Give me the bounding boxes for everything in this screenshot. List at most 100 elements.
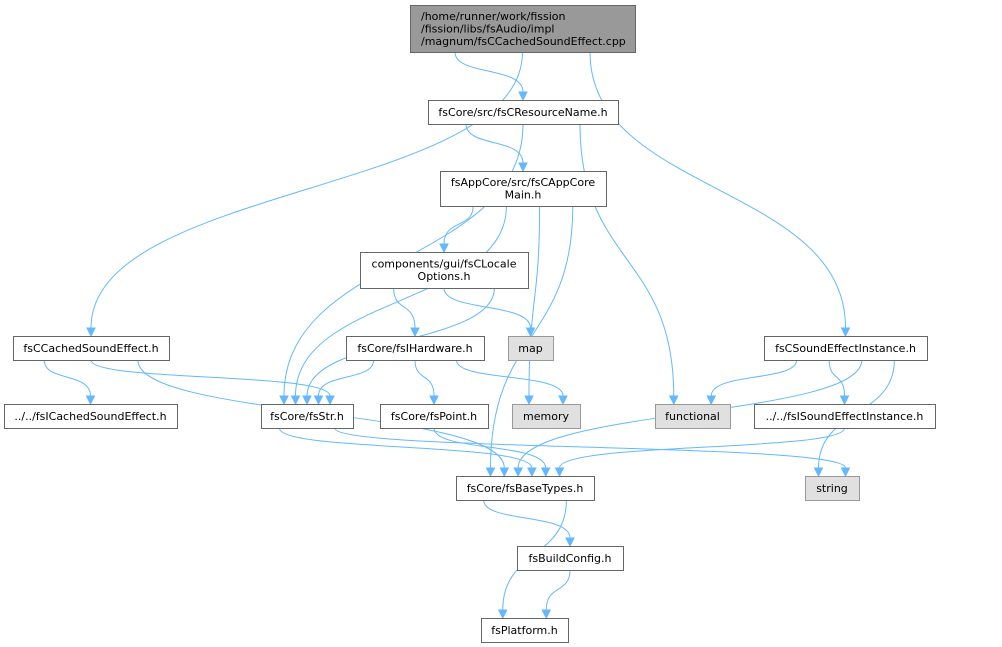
node-box (360, 252, 529, 289)
edge-line (454, 51, 524, 93)
node-point[interactable]: fsCore/fsPoint.h (380, 404, 489, 429)
node-root[interactable]: /home/runner/work/fission/fission/libs/f… (410, 5, 636, 53)
edge-arrowhead (813, 467, 824, 478)
edge-arrowhead (439, 243, 449, 254)
node-string: string (805, 476, 860, 501)
node-label-line: components/gui/fsCLocale (372, 258, 517, 271)
node-box (410, 5, 636, 53)
edge-arrowhead (668, 395, 679, 406)
edge-arrowhead (525, 327, 536, 338)
edge-arrowhead (429, 395, 439, 406)
edge-arrowhead (518, 162, 528, 173)
node-resname[interactable]: fsCore/src/fsCResourceName.h (428, 100, 619, 125)
edge-arrowhead (524, 395, 534, 406)
edge-arrowhead (313, 395, 324, 406)
node-box (261, 404, 354, 429)
edge-resname-to-functional (579, 123, 679, 406)
edge-line (433, 427, 547, 469)
edge-line (465, 123, 524, 164)
edge-arrowhead (325, 395, 335, 406)
edge-line (318, 359, 375, 397)
edge-arrowhead (485, 467, 496, 478)
edges-layer (43, 51, 895, 620)
edge-arrowhead (839, 395, 850, 406)
edge-line (334, 427, 846, 469)
node-label-line: fsCore/fsBaseTypes.h (467, 482, 584, 495)
node-platform[interactable]: fsPlatform.h (481, 618, 569, 643)
node-memory: memory (512, 404, 581, 429)
node-label-line: /magnum/fsCCachedSoundEffect.cpp (421, 35, 626, 48)
node-box (13, 336, 170, 361)
edge-arrowhead (840, 327, 851, 338)
node-box (655, 404, 731, 429)
edge-arrowhead (840, 467, 851, 478)
node-label-line: Main.h (505, 189, 542, 202)
node-icached[interactable]: ../../fsICachedSoundEffect.h (4, 404, 178, 429)
edge-arrowhead (518, 91, 528, 102)
node-label-line: /fission/libs/fsAudio/impl (421, 22, 554, 35)
edge-line (443, 205, 474, 245)
edge-appcore-to-str (290, 205, 507, 406)
edge-line (278, 427, 533, 469)
edge-arrowhead (290, 395, 301, 406)
edge-soundinst-to-functional (706, 359, 798, 406)
edge-locale-to-hardware (393, 287, 420, 338)
node-box (428, 100, 619, 125)
edge-root-to-soundinst (589, 51, 851, 338)
edge-locale-to-map (443, 287, 536, 338)
edge-arrowhead (85, 395, 96, 406)
edge-line (455, 359, 564, 397)
edge-line (43, 359, 91, 397)
edge-str-to-basetypes (278, 427, 537, 478)
node-label-line: fsCSoundEffectInstance.h (775, 342, 916, 355)
node-box (456, 476, 595, 501)
node-str[interactable]: fsCore/fsStr.h (261, 404, 354, 429)
edge-root-to-resname (454, 51, 528, 102)
node-label-line: fsCore/fsStr.h (270, 410, 344, 423)
edge-arrowhead (706, 395, 717, 406)
edge-appcore-to-memory (524, 205, 541, 406)
edge-line (710, 359, 798, 397)
node-box (380, 404, 489, 429)
edge-line (545, 569, 571, 611)
edge-arrowhead (86, 327, 96, 338)
node-cached[interactable]: fsCCachedSoundEffect.h (13, 336, 170, 361)
node-label-line: map (518, 342, 542, 355)
node-hardware[interactable]: fsCore/fsIHardware.h (346, 336, 485, 361)
node-box (805, 476, 860, 501)
edge-arrowhead (540, 467, 551, 478)
edge-line (295, 205, 507, 397)
nodes-layer: /home/runner/work/fission/fission/libs/f… (4, 5, 936, 643)
edge-line (828, 359, 845, 397)
node-box (508, 336, 554, 361)
edge-isoundinst-to-basetypes (554, 427, 845, 478)
node-buildconfig[interactable]: fsBuildConfig.h (517, 546, 624, 571)
edge-line (579, 123, 675, 397)
node-box (440, 171, 607, 207)
node-map: map (508, 336, 554, 361)
edge-arrowhead (541, 609, 552, 620)
node-label-line: fsCCachedSoundEffect.h (23, 342, 158, 355)
node-isoundinst[interactable]: ../../fsISoundEffectInstance.h (754, 404, 936, 429)
node-soundinst[interactable]: fsCSoundEffectInstance.h (764, 336, 928, 361)
edge-arrowhead (497, 609, 508, 620)
node-basetypes[interactable]: fsCore/fsBaseTypes.h (456, 476, 595, 501)
node-label-line: functional (665, 410, 720, 423)
node-label-line: fsCore/fsIHardware.h (357, 342, 472, 355)
edge-line (90, 359, 331, 397)
edge-point-to-basetypes (433, 427, 551, 478)
edge-resname-to-appcore (465, 123, 528, 173)
edge-line (483, 499, 571, 539)
node-box (764, 336, 928, 361)
node-box (346, 336, 485, 361)
edge-cached-to-str (90, 359, 335, 406)
node-label-line: fsBuildConfig.h (529, 552, 612, 565)
node-box (517, 546, 624, 571)
edge-line (589, 51, 846, 329)
edge-arrowhead (513, 467, 523, 478)
node-label-line: fsAppCore/src/fsCAppCore (451, 176, 595, 189)
node-label-line: Options.h (418, 270, 471, 283)
